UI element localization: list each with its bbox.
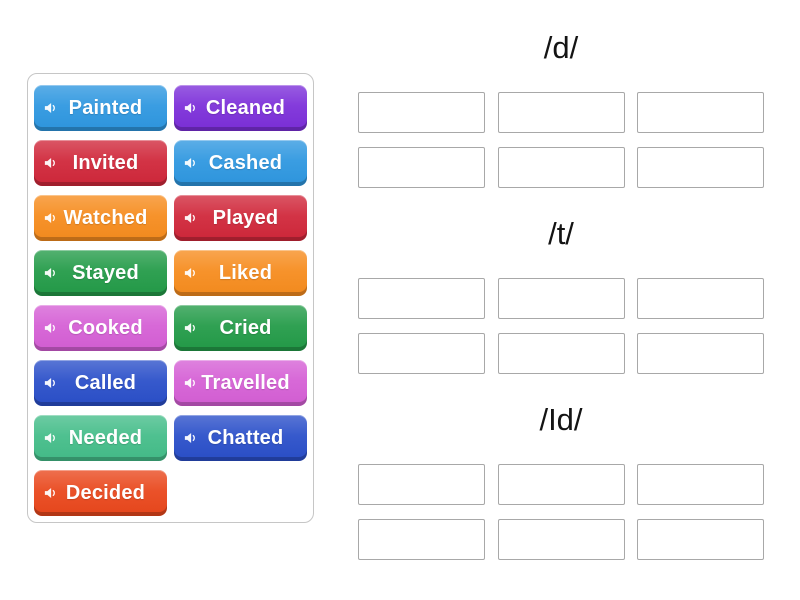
word-tile-label: Watched [63,206,148,229]
word-tile-label: Played [212,206,279,229]
drop-slot[interactable] [358,92,485,133]
drop-slot[interactable] [497,92,625,133]
word-tile-stayed[interactable]: Stayed [34,250,167,296]
slot-row [358,464,764,505]
word-tile-chatted[interactable]: Chatted [174,415,307,461]
slot-row [358,92,764,133]
slot-row [358,147,764,188]
slot-row [358,519,764,560]
word-tile-painted[interactable]: Painted [34,85,167,131]
speaker-icon[interactable] [43,321,58,336]
drop-slot[interactable] [358,519,485,560]
drop-slot[interactable] [637,278,764,319]
drop-slot[interactable] [637,333,764,374]
word-tile-label: Invited [72,151,139,174]
word-tile-label: Cleaned [205,96,286,119]
word-tile-cried[interactable]: Cried [174,305,307,351]
word-tile-travelled[interactable]: Travelled [174,360,307,406]
word-tile-label: Needed [68,426,143,449]
drop-slot[interactable] [358,278,485,319]
word-tile-decided[interactable]: Decided [34,470,167,516]
word-tile-cashed[interactable]: Cashed [174,140,307,186]
word-tile-label: Painted [68,96,143,119]
word-tile-label: Chatted [207,426,284,449]
speaker-icon[interactable] [183,376,198,391]
word-tile-watched[interactable]: Watched [34,195,167,241]
word-tile-called[interactable]: Called [34,360,167,406]
word-tile-label: Cried [219,316,272,339]
drop-slot[interactable] [497,147,625,188]
word-tile-cleaned[interactable]: Cleaned [174,85,307,131]
speaker-icon[interactable] [43,156,58,171]
speaker-icon[interactable] [183,101,198,116]
word-tile-label: Called [74,371,137,394]
speaker-icon[interactable] [43,376,58,391]
word-tile-cooked[interactable]: Cooked [34,305,167,351]
category-header-d: /d/ [543,30,579,65]
drop-slot[interactable] [358,464,485,505]
drop-slot[interactable] [637,519,764,560]
word-tile-played[interactable]: Played [174,195,307,241]
word-tile-label: Cooked [68,316,143,339]
drop-slot[interactable] [637,147,764,188]
speaker-icon[interactable] [183,321,198,336]
category-group-t: /t/ [358,216,764,374]
drop-slot[interactable] [358,147,485,188]
speaker-icon[interactable] [183,211,198,226]
word-tile-label: Travelled [201,371,290,394]
word-tile-label: Stayed [72,261,139,284]
word-tile-label: Liked [218,261,273,284]
speaker-icon[interactable] [43,431,58,446]
speaker-icon[interactable] [43,211,58,226]
category-group-id: /Id/ [358,402,764,560]
speaker-icon[interactable] [43,266,58,281]
drop-slot[interactable] [497,464,625,505]
speaker-icon[interactable] [183,156,198,171]
speaker-icon[interactable] [43,101,58,116]
drop-slot[interactable] [497,278,625,319]
word-tile-invited[interactable]: Invited [34,140,167,186]
category-group-d: /d/ [358,30,764,188]
drop-slot[interactable] [497,333,625,374]
slot-row [358,278,764,319]
word-tile-label: Decided [65,481,146,504]
drop-slot[interactable] [358,333,485,374]
speaker-icon[interactable] [183,431,198,446]
speaker-icon[interactable] [43,486,58,501]
category-header-t: /t/ [548,216,574,251]
word-bank-panel: Painted Cleaned Invited Cashed Watched P… [27,73,314,523]
drop-slot[interactable] [497,519,625,560]
category-header-id: /Id/ [539,402,583,437]
word-tile-needed[interactable]: Needed [34,415,167,461]
speaker-icon[interactable] [183,266,198,281]
drop-slot[interactable] [637,464,764,505]
slot-row [358,333,764,374]
word-tile-liked[interactable]: Liked [174,250,307,296]
drop-slot[interactable] [637,92,764,133]
word-tile-label: Cashed [208,151,283,174]
